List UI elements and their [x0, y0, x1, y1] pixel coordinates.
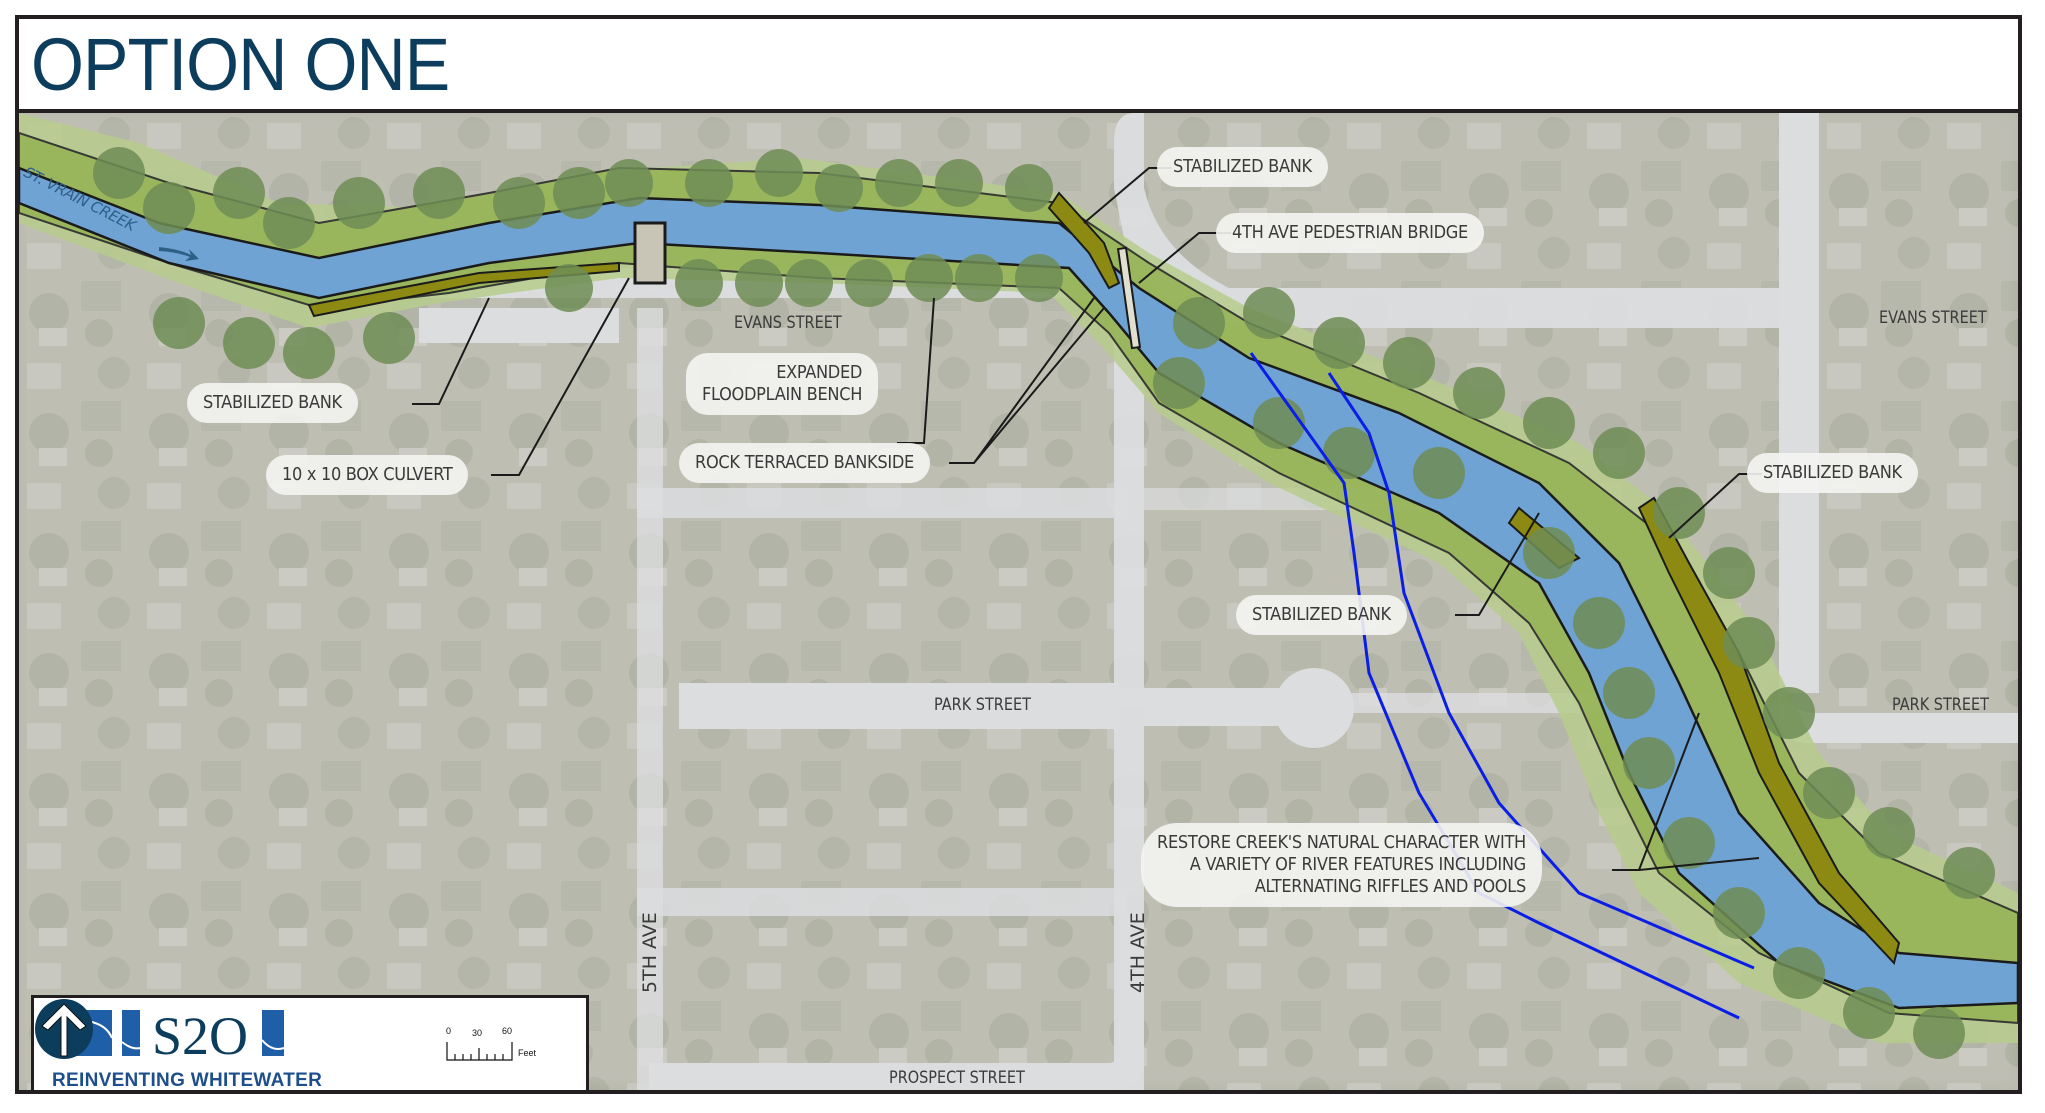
callout-rock-terraced-bankside: ROCK TERRACED BANKSIDE — [679, 443, 930, 483]
street-label-prospect: PROSPECT STREET — [889, 1068, 1025, 1088]
street-label-park-right: PARK STREET — [1892, 695, 1989, 715]
street-label-5th-ave: 5TH AVE — [639, 912, 661, 993]
street-label-evans-left: EVANS STREET — [734, 313, 842, 333]
scale-tick-30: 30 — [472, 1028, 483, 1038]
scale-bar: 0 30 60 Feet — [446, 1026, 556, 1086]
callout-stabilized-bank-right: STABILIZED BANK — [1747, 453, 1918, 493]
callout-expanded-floodplain: EXPANDED FLOODPLAIN BENCH — [686, 353, 879, 415]
box-culvert — [633, 221, 667, 285]
callout-box-culvert: 10 x 10 BOX CULVERT — [266, 455, 469, 495]
s2o-wave-icon: S2O — [52, 1008, 285, 1066]
street-label-evans-right: EVANS STREET — [1879, 308, 1987, 328]
street-label-4th-ave: 4TH AVE — [1127, 912, 1149, 993]
logo-tagline: REINVENTING WHITEWATER — [52, 1070, 323, 1090]
callout-pedestrian-bridge: 4TH AVE PEDESTRIAN BRIDGE — [1216, 213, 1484, 253]
map-frame: OPTION ONE — [15, 15, 2022, 1094]
creek-corridor — [19, 113, 2018, 1043]
callout-stabilized-bank-mid: STABILIZED BANK — [1236, 595, 1407, 635]
north-arrow-icon — [35, 999, 93, 1059]
callout-line: A VARIETY OF RIVER FEATURES INCLUDING — [1189, 854, 1526, 875]
pedestrian-bridge — [1116, 246, 1142, 350]
callout-line: RESTORE CREEK'S NATURAL CHARACTER WITH — [1157, 832, 1526, 853]
scale-tick-0: 0 — [446, 1026, 452, 1036]
streets — [419, 113, 2018, 1090]
title-band: OPTION ONE — [19, 19, 2018, 113]
s2o-logo: S2O REINVENTING WHITEWATER — [52, 1008, 342, 1090]
map-graphics — [19, 113, 2018, 1090]
callout-stabilized-bank-top: STABILIZED BANK — [1157, 147, 1328, 187]
callout-line: EXPANDED — [776, 362, 863, 383]
callout-line: ALTERNATING RIFFLES AND POOLS — [1254, 876, 1527, 897]
trees — [93, 147, 1995, 1059]
river-feature-lines — [1249, 352, 1755, 1020]
svg-text:S2O: S2O — [152, 1008, 248, 1066]
scale-tick-60: 60 — [502, 1026, 513, 1036]
flow-arrow-icon — [159, 247, 199, 261]
callout-stabilized-bank-left: STABILIZED BANK — [187, 383, 358, 423]
street-label-park-mid: PARK STREET — [934, 695, 1031, 715]
page-title: OPTION ONE — [31, 23, 450, 106]
callout-restore-creek: RESTORE CREEK'S NATURAL CHARACTER WITH A… — [1141, 823, 1542, 907]
scale-ruler-icon — [446, 1042, 513, 1061]
legend-box: S2O REINVENTING WHITEWATER 0 30 60 Feet — [31, 995, 589, 1090]
callout-line: FLOODPLAIN BENCH — [702, 384, 863, 405]
scale-unit: Feet — [518, 1048, 537, 1058]
site-plan-map: ST. VRAIN CREEK STABILIZED BANK 4TH AVE … — [19, 113, 2018, 1090]
leader-lines — [412, 167, 1762, 871]
